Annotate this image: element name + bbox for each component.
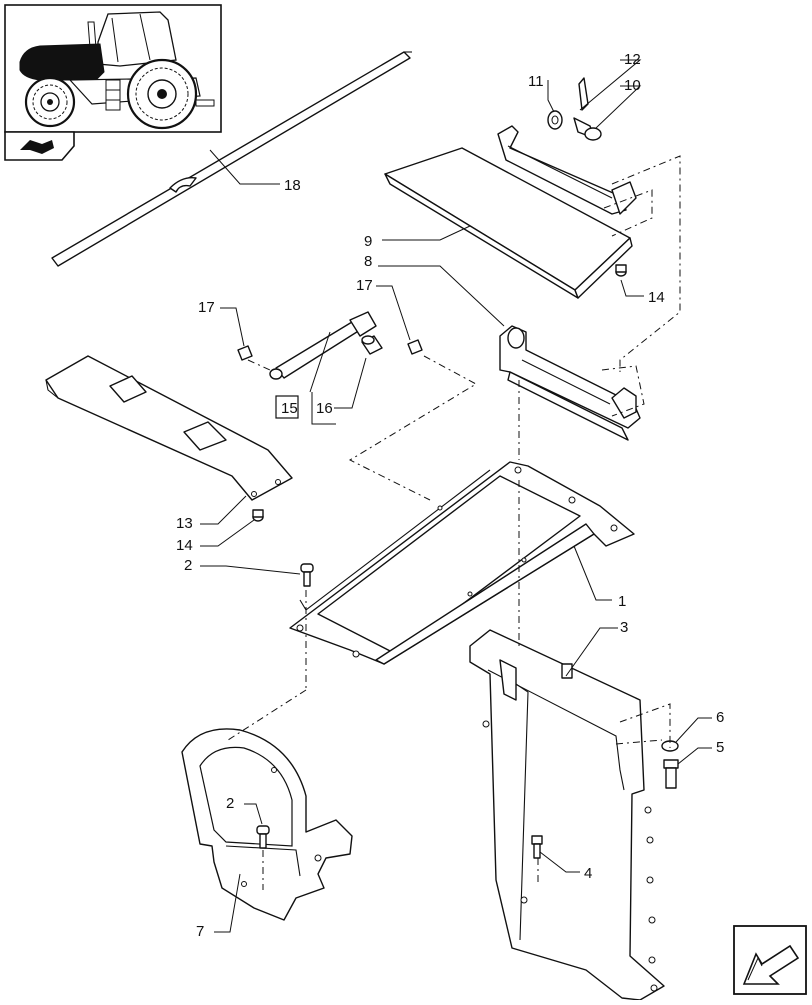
- part-14-nut-upper: [615, 264, 627, 277]
- callout-labels: 18 9 8 11 12 10 14 17 17 15 16 13 14 2 1…: [176, 51, 724, 940]
- callout-10: 10: [624, 77, 641, 94]
- part-5-bolt: [663, 759, 679, 789]
- callout-1: 1: [618, 593, 626, 610]
- callout-8: 8: [364, 253, 372, 270]
- part-2-bolt-upper: [300, 563, 314, 587]
- part-11-washer: [547, 110, 563, 130]
- part-2-bolt-lower: [256, 825, 270, 849]
- part-3-side-frame: [469, 629, 665, 1001]
- callout-4: 4: [584, 865, 592, 882]
- callout-18: 18: [284, 177, 301, 194]
- part-9-tray: [384, 125, 637, 299]
- part-15-gas-strut: [269, 311, 377, 380]
- manual-book-icon: [4, 131, 75, 161]
- callout-12: 12: [624, 51, 641, 68]
- callout-17-left: 17: [198, 299, 215, 316]
- part-17-ball-stud-left: [237, 345, 253, 361]
- part-14-nut-lower: [252, 509, 264, 522]
- part-4-bolt: [531, 835, 543, 859]
- part-8-hinge-bracket: [499, 325, 641, 441]
- callout-7: 7: [196, 923, 204, 940]
- callout-2-lower: 2: [226, 795, 234, 812]
- callout-14-lower: 14: [176, 537, 193, 554]
- part-7-handle-bracket: [181, 728, 353, 921]
- callout-16: 16: [316, 400, 333, 417]
- part-10-pin: [573, 117, 602, 141]
- part-13-cover-plate: [45, 355, 293, 501]
- tractor-thumbnail-icon: [4, 4, 222, 133]
- next-page-arrow-icon[interactable]: [733, 925, 807, 995]
- callout-14-upper: 14: [648, 289, 665, 306]
- callout-15-box: [275, 395, 299, 419]
- callout-17-right: 17: [356, 277, 373, 294]
- callout-3: 3: [620, 619, 628, 636]
- callout-9: 9: [364, 233, 372, 250]
- assembly-dashed-lines: [227, 155, 681, 890]
- callout-13: 13: [176, 515, 193, 532]
- leader-lines: [200, 59, 712, 933]
- part-1-main-frame: [289, 461, 635, 665]
- part-17-ball-stud-right: [407, 339, 423, 355]
- callout-5: 5: [716, 739, 724, 756]
- callout-6: 6: [716, 709, 724, 726]
- callout-2-upper: 2: [184, 557, 192, 574]
- part-16-bushing: [361, 335, 383, 355]
- part-18-strap: [51, 51, 412, 267]
- callout-15: 15: [281, 400, 298, 417]
- part-12-clip: [578, 77, 589, 111]
- callout-11: 11: [528, 73, 544, 90]
